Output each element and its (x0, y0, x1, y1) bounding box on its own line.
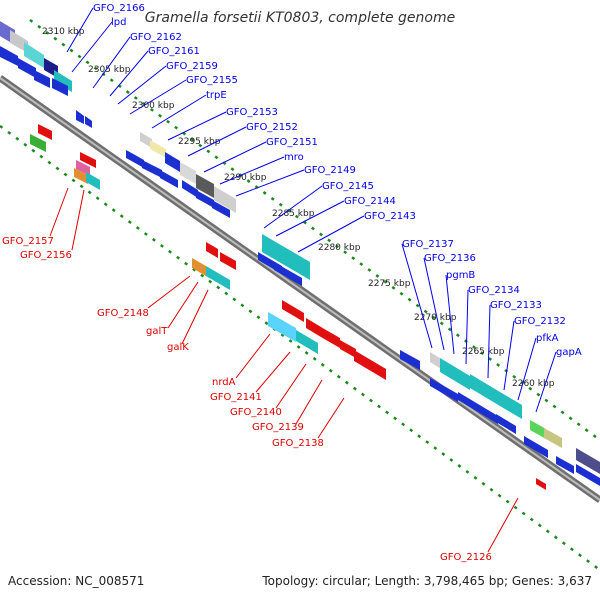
gene-label[interactable]: mro (284, 152, 304, 163)
scale-label: 2265 kbp (462, 347, 505, 357)
gene-label[interactable]: pfkA (536, 333, 559, 344)
gene-label[interactable]: GFO_2155 (186, 75, 238, 86)
gene-label[interactable]: GFO_2134 (468, 285, 520, 296)
inner-tick-track (0, 124, 600, 572)
gene-label[interactable]: trpE (206, 90, 227, 101)
gene-label[interactable]: nrdA (212, 377, 236, 388)
scale-label: 2310 kbp (42, 27, 85, 37)
map-title: Gramella forsetii KT0803, complete genom… (144, 10, 456, 26)
gene-label[interactable]: gapA (556, 347, 582, 358)
gene-label[interactable]: GFO_2151 (266, 137, 318, 148)
accession-text: Accession: NC_008571 (8, 574, 145, 588)
gene-label[interactable]: GFO_2133 (490, 300, 542, 311)
scale-label: 2295 kbp (178, 137, 221, 147)
forward-features (0, 21, 600, 486)
gene-label[interactable]: GFO_2161 (148, 46, 200, 57)
gene-label[interactable]: GFO_2140 (230, 407, 282, 418)
genome-summary: Topology: circular; Length: 3,798,465 bp… (262, 574, 592, 588)
gene-label[interactable]: GFO_2162 (130, 32, 182, 43)
gene-label[interactable]: GFO_2166 (93, 3, 145, 14)
scale-label: 2270 kbp (414, 313, 457, 323)
reverse-features (30, 124, 546, 490)
scale-label: 2290 kbp (224, 173, 267, 183)
gene-label[interactable]: galT (146, 326, 168, 337)
outer-tick-track (29, 18, 600, 442)
scale-label: 2285 kbp (272, 209, 315, 219)
gene-label[interactable]: GFO_2144 (344, 196, 396, 207)
scale-label: 2280 kbp (318, 243, 361, 253)
scale-label: 2275 kbp (368, 279, 411, 289)
gene-label[interactable]: GFO_2138 (272, 438, 324, 449)
scale-label: 2305 kbp (88, 65, 131, 75)
gene-label[interactable]: GFO_2136 (424, 253, 476, 264)
scale-label: 2300 kbp (132, 101, 175, 111)
gene-label[interactable]: GFO_2126 (440, 552, 492, 563)
gene-label[interactable]: galK (167, 342, 189, 353)
gene-label[interactable]: GFO_2149 (304, 165, 356, 176)
gene-label[interactable]: GFO_2148 (97, 308, 149, 319)
gene-label[interactable]: GFO_2132 (514, 316, 566, 327)
gene-label[interactable]: GFO_2143 (364, 211, 416, 222)
gene-label[interactable]: GFO_2152 (246, 122, 298, 133)
gene-label[interactable]: GFO_2157 (2, 236, 54, 247)
gene-label[interactable]: lpd (111, 17, 126, 28)
gene-label[interactable]: GFO_2137 (402, 239, 454, 250)
gene-label[interactable]: pgmB (446, 270, 475, 281)
gene-label[interactable]: GFO_2141 (210, 392, 262, 403)
gene-label[interactable]: GFO_2153 (226, 107, 278, 118)
gene-label[interactable]: GFO_2139 (252, 422, 304, 433)
gene-label[interactable]: GFO_2145 (322, 181, 374, 192)
gene-label[interactable]: GFO_2159 (166, 61, 218, 72)
scale-label: 2260 kbp (512, 379, 555, 389)
gene-label[interactable]: GFO_2156 (20, 250, 72, 261)
